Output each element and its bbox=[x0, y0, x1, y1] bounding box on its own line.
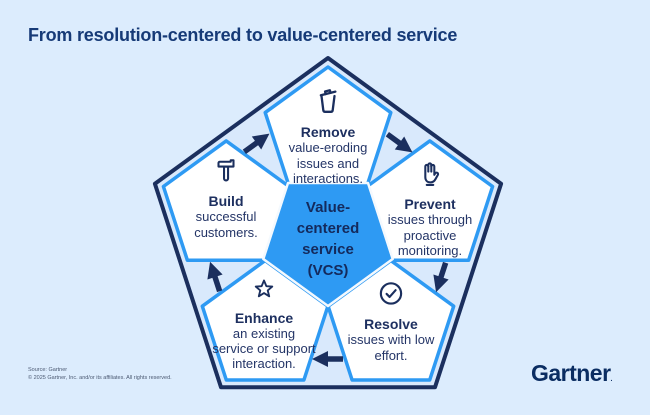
check-circle-icon bbox=[345, 278, 437, 313]
segment-enhance: Enhance an existing service or support i… bbox=[212, 276, 316, 371]
segment-title: Build bbox=[208, 193, 244, 209]
segment-body: issues through proactive monitoring. bbox=[387, 212, 473, 258]
arrow-build-to-remove bbox=[242, 133, 270, 155]
segment-body: successful customers. bbox=[194, 209, 258, 240]
arrow-resolve-to-enhance bbox=[312, 351, 343, 367]
star-icon bbox=[212, 276, 316, 307]
segment-prevent: Prevent issues through proactive monitor… bbox=[378, 158, 482, 259]
gartner-logo-text: Gartner bbox=[530, 360, 611, 386]
arrow-enhance-to-build bbox=[207, 261, 223, 293]
center-pentagon bbox=[262, 181, 394, 308]
segment-body: an existing service or support interacti… bbox=[212, 326, 316, 371]
gartner-logo-regmark: . bbox=[610, 376, 613, 383]
gartner-logo: Gartner. bbox=[530, 360, 613, 387]
segment-title: Prevent bbox=[404, 196, 456, 212]
segment-title: Remove bbox=[300, 124, 356, 140]
trash-icon bbox=[269, 84, 387, 121]
segment-body: issues with low effort. bbox=[347, 332, 435, 363]
source-note: Source: Gartner © 2025 Gartner, Inc. and… bbox=[28, 367, 172, 382]
raised-hand-icon bbox=[378, 158, 482, 193]
copyright-line: © 2025 Gartner, Inc. and/or its affiliat… bbox=[28, 374, 172, 381]
segment-resolve: Resolve issues with low effort. bbox=[345, 278, 437, 363]
page-title: From resolution-centered to value-center… bbox=[28, 25, 458, 45]
segment-remove: Remove value-eroding issues and interact… bbox=[269, 84, 387, 187]
hammer-icon bbox=[177, 155, 275, 190]
segment-body: value-eroding issues and interactions. bbox=[288, 140, 368, 186]
segment-title: Enhance bbox=[234, 310, 294, 326]
source-line: Source: Gartner bbox=[28, 367, 68, 373]
arrow-remove-to-prevent bbox=[385, 131, 413, 153]
arrow-prevent-to-resolve bbox=[433, 261, 449, 293]
segment-build: Build successful customers. bbox=[177, 155, 275, 240]
center-label: Value-centered service (VCS) bbox=[296, 199, 360, 279]
segment-title: Resolve bbox=[364, 316, 418, 332]
